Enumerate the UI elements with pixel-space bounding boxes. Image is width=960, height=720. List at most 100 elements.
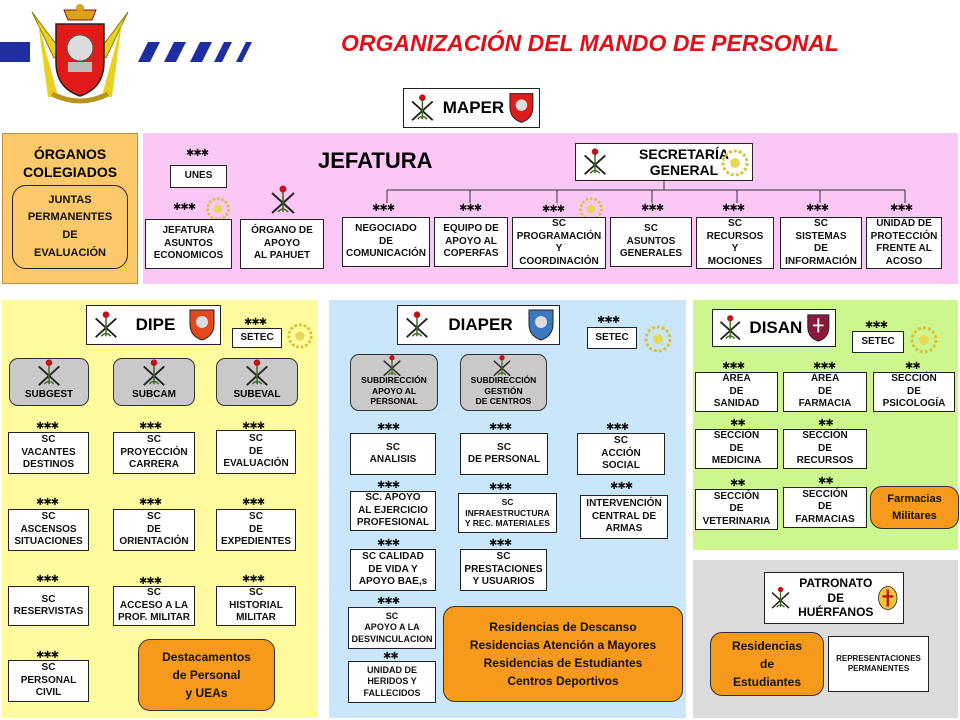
shield-icon [528,309,554,341]
maper-header: MAPER [403,88,540,128]
crossed-swords-icon [142,358,166,387]
juntas-box: JUNTAS PERMANENTES DE EVALUACIÓN [12,185,128,269]
stars-unit-7: ✱✱✱ [890,203,913,214]
diaper-calidad-box: SC CALIDAD DE VIDA Y APOYO BAE,s [350,549,436,591]
stars-diaper-setec: ✱✱✱ [597,315,620,326]
patronato-label: PATRONATO DE HUÉRFANOS [798,576,874,620]
stars-disan-t2: ✱✱ [905,361,921,372]
diaper-accion-social-box: SC ACCIÓN SOCIAL [577,433,665,475]
crossed-swords-icon [493,354,511,377]
crossed-swords-icon [245,358,269,387]
header-stripes [0,40,255,66]
sc-asuntos-generales-box: SC ASUNTOS GENERALES [610,217,692,267]
patronato-residencias-box: Residencias de Estudiantes [710,632,824,696]
stars-dipe-c1-0: ✱✱✱ [36,421,59,432]
dipe-acceso-box: SC ACCESO A LA PROF. MILITAR [113,586,195,626]
stars-disan-t0: ✱✱✱ [722,361,745,372]
unidad-acoso-box: UNIDAD DE PROTECCIÓN FRENTE AL ACOSO [866,217,942,269]
laurel-icon [287,323,313,349]
stars-unit-6: ✱✱✱ [806,203,829,214]
page-title: ORGANIZACIÓN DEL MANDO DE PERSONAL [341,30,839,56]
stars-diaper-c1-4: ✱✱ [383,651,399,662]
disan-header: DISAN [712,309,836,347]
shield-icon [189,309,215,341]
crossed-swords-icon [94,310,118,339]
dipe-setec-box: SETEC [232,328,282,348]
stars-dipe-c2-1: ✱✱✱ [139,497,162,508]
diaper-de-personal-box: SC DE PERSONAL [460,433,548,475]
stars-disan-b0: ✱✱ [730,478,746,489]
stars-disan-m0: ✱✱ [730,418,746,429]
crossed-swords-icon [37,358,61,387]
stars-diaper-c2-2: ✱✱✱ [489,538,512,549]
stars-unit-2: ✱✱✱ [459,203,482,214]
stars-dipe-setec: ✱✱✱ [244,317,267,328]
stars-dipe-c3-1: ✱✱✱ [242,497,265,508]
stars-jae: ✱✱✱ [173,202,196,213]
stars-disan-t1: ✱✱✱ [813,361,836,372]
crossed-swords-icon [771,586,790,609]
stars-disan-setec: ✱✱✱ [865,320,888,331]
patronato-header: PATRONATO DE HUÉRFANOS [764,572,904,624]
diaper-residencias-box: Residencias de Descanso Residencias Aten… [443,606,683,702]
jefatura-title: JEFATURA [318,148,433,173]
diaper-desvinculacion-box: SC APOYO A LA DESVINCULACION [348,607,436,649]
maper-label: MAPER [442,98,505,117]
dipe-header: DIPE [86,305,221,345]
shield-icon [878,586,898,610]
laurel-icon [644,325,672,353]
diaper-armas-box: INTERVENCIÓN CENTRAL DE ARMAS [580,495,668,539]
stars-dipe-c1-2: ✱✱✱ [36,574,59,585]
stars-disan-b1: ✱✱ [818,476,834,487]
stars-diaper-c3-1: ✱✱✱ [610,481,633,492]
diaper-ejercicio-box: SC. APOYO AL EJERCICIO PROFESIONAL [350,491,436,531]
shield-icon [807,314,830,342]
stars-unit-4: ✱✱✱ [641,203,664,214]
diaper-heridos-box: UNIDAD DE HERIDOS Y FALLECIDOS [348,661,436,703]
organos-title: ÓRGANOS COLEGIADOS [22,146,118,180]
disan-setec-box: SETEC [852,331,904,353]
stars-dipe-c3-0: ✱✱✱ [242,421,265,432]
dipe-historial-box: SC HISTORIAL MILITAR [216,586,296,626]
stars-diaper-c1-3: ✱✱✱ [377,596,400,607]
diaper-header: DIAPER [397,305,560,345]
stars-dipe-c1-3: ✱✱✱ [36,650,59,661]
stars-dipe-c3-2: ✱✱✱ [242,574,265,585]
sc-programacion-box: SC PROGRAMACIÓN Y COORDINACIÓN [512,217,606,269]
disan-farmacia-box: ÁREA DE FARMACIA [783,372,867,412]
disan-psicologia-box: SECCIÓN DE PSICOLOGÍA [873,372,955,412]
sub-apoyo-personal-box: SUBDIRECCIÓN APOYO AL PERSONAL [350,354,438,411]
stars-unit-3: ✱✱✱ [542,204,565,215]
representaciones-box: REPRESENTACIONES PERMANENTES [828,636,929,692]
disan-veterinaria-box: SECCIÓN DE VETERINARIA [695,489,778,530]
dipe-ascensos-box: SC ASCENSOS SITUACIONES [8,509,89,551]
stars-diaper-c1-0: ✱✱✱ [377,422,400,433]
dipe-label: DIPE [135,315,176,334]
sub-gestion-centros-box: SUBDIRECCIÓN GESTIÓN DE CENTROS [460,354,547,411]
disan-sanidad-box: ÁREA DE SANIDAD [695,372,778,412]
dipe-evaluacion-box: SC DE EVALUACIÓN [216,430,296,474]
stars-diaper-c2-1: ✱✱✱ [489,482,512,493]
dipe-orientacion-box: SC DE ORIENTACIÓN [113,509,195,551]
dipe-reservistas-box: SC RESERVISTAS [8,586,89,626]
dipe-proyeccion-box: SC PROYECCIÓN CARRERA [113,432,195,474]
stars-diaper-c1-2: ✱✱✱ [377,538,400,549]
dipe-destacamentos-box: Destacamentos de Personal y UEAs [138,639,275,711]
equipo-apoyo-box: EQUIPO DE APOYO AL COPERFAS [434,217,508,267]
disan-recursos-box: SECCIÓN DE RECURSOS [783,429,867,469]
stars-unes: ✱✱✱ [186,148,209,159]
sc-recursos-box: SC RECURSOS Y MOCIONES [696,217,774,269]
stars-dipe-c1-1: ✱✱✱ [36,497,59,508]
stars-dipe-c2-0: ✱✱✱ [139,421,162,432]
disan-farmacias-militares-box: Farmacias Militares [870,486,959,529]
diaper-analisis-box: SC ANALISIS [350,433,436,475]
crossed-swords-icon [719,314,741,341]
negociado-box: NEGOCIADO DE COMUNICACIÓN [342,217,430,267]
stars-diaper-c1-1: ✱✱✱ [377,480,400,491]
stars-unit-5: ✱✱✱ [722,203,745,214]
diaper-label: DIAPER [448,315,513,334]
dipe-personal-civil-box: SC PERSONAL CIVIL [8,660,89,702]
secretaria-label: SECRETARÍA GENERAL [639,145,729,178]
disan-medicina-box: SECCIÓN DE MEDICINA [695,429,778,469]
secretaria-header: SECRETARÍA GENERAL [575,143,753,181]
